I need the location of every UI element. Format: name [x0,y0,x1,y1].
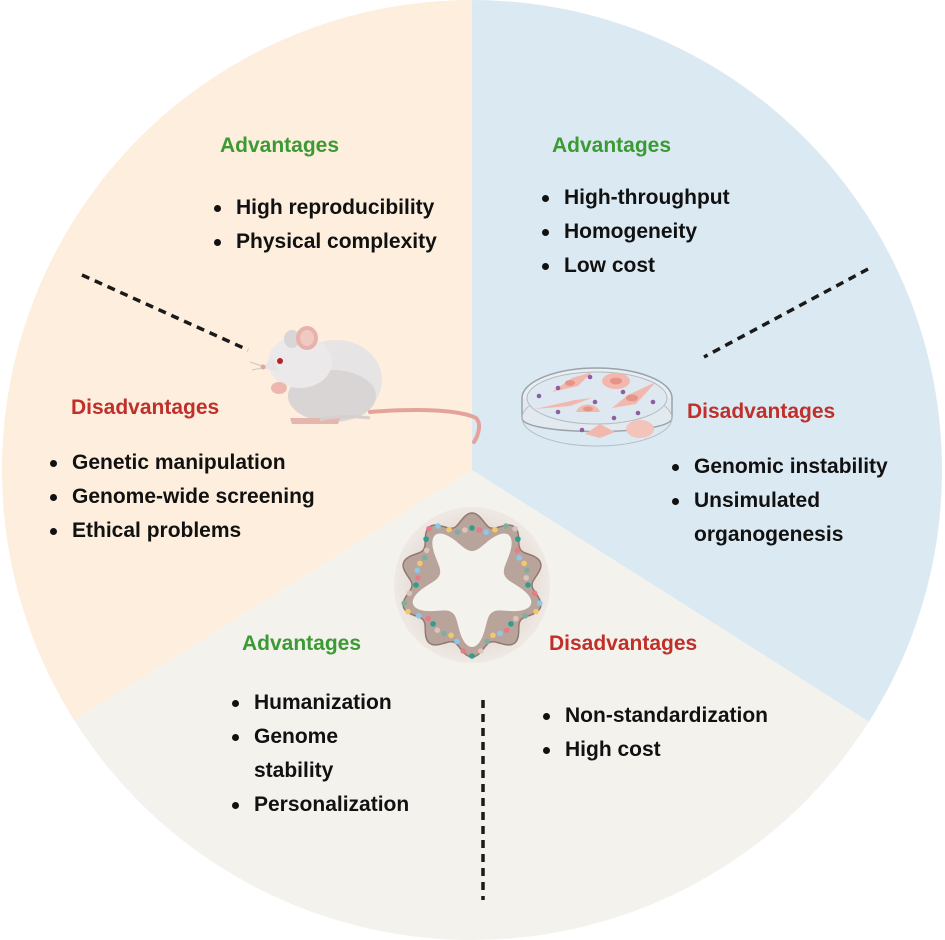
organoid-cell [423,547,430,554]
list-item: Unsimulated organogenesis [670,484,888,552]
organoid-cell [415,613,422,619]
animal-disadvantages-heading: Disadvantages [71,396,220,419]
list-item-line: Genome [254,725,339,748]
list-item: Low cost [540,249,730,283]
list-item: Ethical problems [48,514,315,548]
organoid-advantages-list: Humanization Genome stability Personaliz… [230,686,409,822]
organoid-cell [406,590,413,597]
organoid-cell [523,575,529,581]
list-item: High cost [541,733,768,767]
organoid-cell [537,600,543,606]
organoid-cell [417,560,423,567]
list-item: Genome stability [230,720,409,788]
organoid-icon [394,507,550,663]
cell-advantages-heading: Advantages [552,134,672,157]
organoid-cell [521,560,527,567]
organoid-cell [454,638,460,645]
organoid-cell [414,567,421,574]
animal-advantages-list: High reproducibility Physical complexity [212,191,437,259]
organoid-cell [514,547,521,554]
animal-advantages-heading: Advantages [220,134,340,157]
organoid-cell [426,526,432,532]
list-item: Non-standardization [541,699,768,733]
organoid-cell [515,536,521,542]
list-item: High reproducibility [212,191,437,225]
organoid-cell [492,526,498,533]
organoid-disadvantages-heading: Disadvantages [549,632,698,655]
organoid-cell [484,638,490,645]
organoid-cell [441,630,447,637]
list-item: Genome-wide screening [48,480,315,514]
organoid-cell [531,590,538,597]
list-item-line: Unsimulated [694,489,821,512]
list-item: Humanization [230,686,409,720]
organoid-cell [430,621,436,627]
organoid-cell [476,527,483,533]
organoid-cell [469,653,475,659]
organoid-cell [503,523,509,529]
organoid-cell [423,536,429,542]
organoid-cell [446,526,452,533]
organoid-cell [533,608,539,615]
organoid-disadvantages-list: Non-standardization High cost [541,699,768,767]
organoid-cell [413,582,419,588]
animal-disadvantages-list: Genetic manipulation Genome-wide screeni… [48,446,315,548]
organoid-cell [462,527,468,533]
organoid-cell [455,529,461,535]
organoid-cell [460,648,467,654]
organoid-cell [512,526,518,532]
sector-cell-culture [472,0,942,770]
list-item: Personalization [230,788,409,822]
organoid-cell [434,627,441,633]
organoid-cell [524,567,530,574]
organoid-cell [490,632,496,639]
organoid-cell [497,630,503,637]
organoid-cell [483,529,490,535]
cell-disadvantages-heading: Disadvantages [687,400,836,423]
organoid-cell [513,615,519,622]
dashed-divider-animal [81,273,249,352]
organoid-cell [525,582,531,588]
list-item-line: organogenesis [694,523,844,546]
list-item: Physical complexity [212,225,437,259]
list-item: Genomic instability [670,450,888,484]
list-item-line: stability [254,759,334,782]
mouse-icon [249,326,482,444]
organoid-cell [508,621,514,627]
organoid-cell [435,523,441,529]
organoid-cell [522,613,529,619]
sector-organoid [2,470,942,940]
organoid-cell [516,555,522,561]
sector-animal-model [2,0,472,780]
list-item: High-throughput [540,181,730,215]
petri-dish-icon [521,367,673,447]
list-item: Genetic manipulation [48,446,315,480]
list-item: Homogeneity [540,215,730,249]
organoid-cell [422,555,428,561]
cell-disadvantages-list: Genomic instability Unsimulated organoge… [670,450,888,552]
organoid-cell [415,575,421,581]
cell-advantages-list: High-throughput Homogeneity Low cost [540,181,730,283]
organoid-cell [469,525,475,531]
organoid-cell [425,615,432,622]
organoid-advantages-heading: Advantages [242,632,362,655]
organoid-cell [448,632,454,639]
organoid-cell [503,627,510,633]
dashed-divider-cell [703,267,869,359]
organoid-cell [401,600,408,606]
organoid-cell [405,608,411,615]
organoid-cell [477,648,484,654]
